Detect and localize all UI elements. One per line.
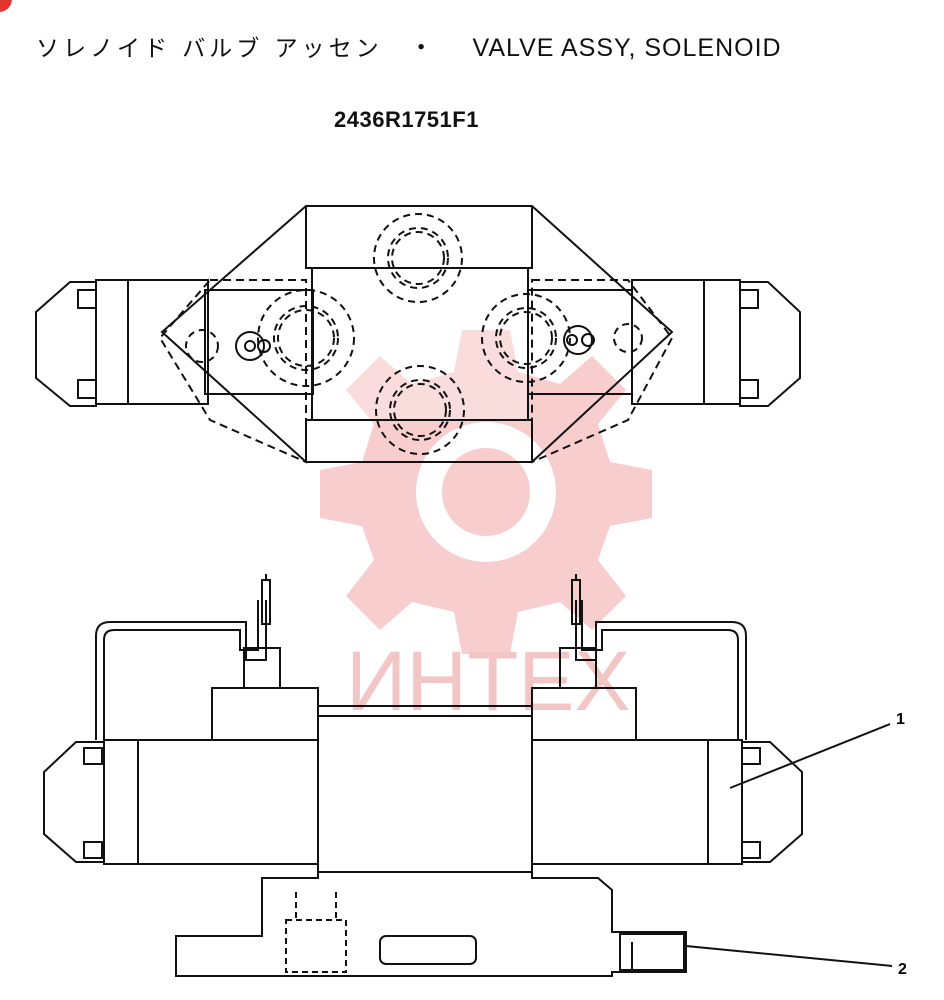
title-separator: ・ xyxy=(408,34,435,62)
front-view xyxy=(43,574,893,977)
top-view xyxy=(35,205,801,464)
part-number: 2436R1751F1 xyxy=(334,107,479,132)
page-title: ソレノイド バルブ アッセン ・ VALVE ASSY, SOLENOID xyxy=(36,28,782,64)
title-japanese: ソレノイド バルブ アッセン xyxy=(36,36,383,62)
callout-1: 1 xyxy=(896,711,905,728)
callout-2: 2 xyxy=(898,961,907,978)
title-english: VALVE ASSY, SOLENOID xyxy=(472,34,782,62)
watermark-gear-logo xyxy=(320,330,652,654)
